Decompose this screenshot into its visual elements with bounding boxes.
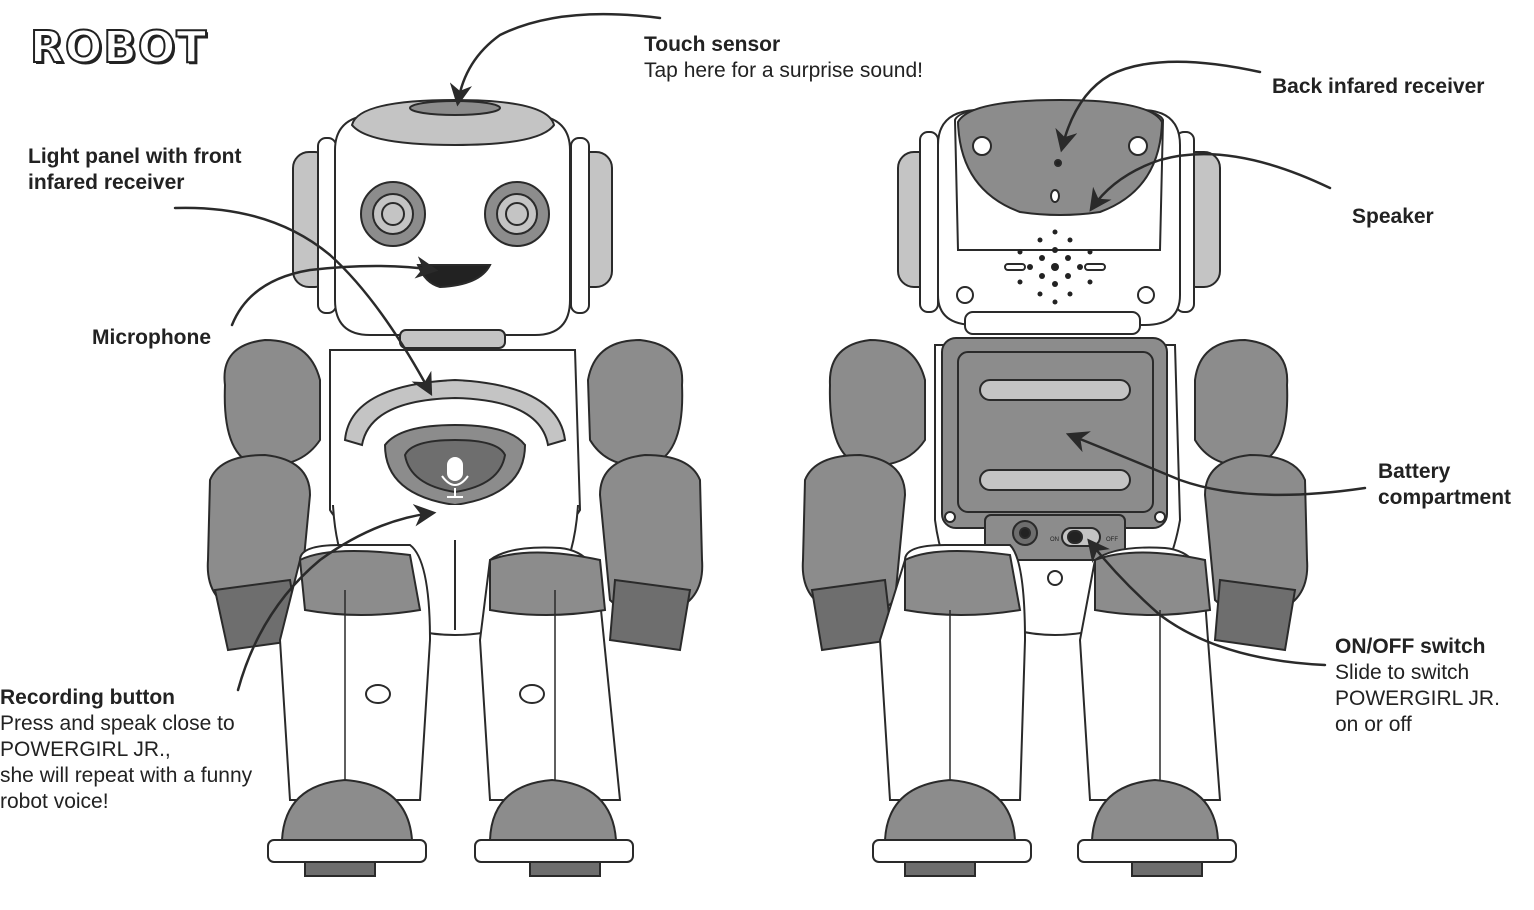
switch-off-mark: OFF — [1106, 537, 1118, 543]
label-battery: Battery compartment — [1378, 459, 1511, 511]
touch-sensor-body: Tap here for a surprise sound! — [644, 59, 923, 82]
arrow-touch-sensor — [449, 12, 662, 107]
battery-heading-line2: compartment — [1378, 486, 1512, 509]
speaker-grille — [1017, 229, 1093, 305]
arrow-back-ir — [1055, 60, 1262, 153]
light-panel-heading-line1: Light panel with front — [28, 145, 242, 168]
recording-body-line4: robot voice! — [0, 790, 109, 813]
battery-heading-line1: Battery — [1378, 460, 1451, 483]
touch-sensor-heading: Touch sensor — [644, 33, 781, 56]
recording-heading: Recording button — [0, 686, 175, 709]
arrow-switch — [1087, 538, 1327, 667]
label-recording-button: Recording button Press and speak close t… — [0, 685, 252, 815]
back-ir-heading: Back infared receiver — [1272, 75, 1485, 98]
label-microphone: Microphone — [92, 325, 211, 351]
label-touch-sensor: Touch sensor Tap here for a surprise sou… — [644, 32, 923, 84]
arrow-battery — [1065, 431, 1367, 497]
back-robot: ON OFF — [801, 98, 1309, 877]
label-speaker: Speaker — [1352, 204, 1434, 230]
arrow-light-panel — [173, 206, 433, 396]
switch-body-line1: Slide to switch — [1335, 661, 1470, 684]
switch-body-line3: on or off — [1335, 713, 1412, 736]
speaker-heading: Speaker — [1352, 205, 1434, 228]
recording-body-line3: she will repeat with a funny — [0, 764, 253, 787]
arrow-microphone — [230, 256, 439, 327]
switch-heading: ON/OFF switch — [1335, 635, 1486, 658]
label-switch: ON/OFF switch Slide to switch POWERGIRL … — [1335, 634, 1500, 738]
arrow-speaker — [1089, 152, 1332, 212]
switch-on-mark: ON — [1050, 537, 1059, 543]
light-panel-heading-line2: infared receiver — [28, 171, 185, 194]
switch-body-line2: POWERGIRL JR. — [1335, 687, 1500, 710]
callout-arrows — [173, 12, 1367, 692]
front-robot — [206, 98, 704, 877]
recording-body-line2: POWERGIRL JR., — [0, 738, 171, 761]
label-back-ir: Back infared receiver — [1272, 74, 1484, 100]
label-light-panel: Light panel with front infared receiver — [28, 144, 241, 196]
arrow-recording — [236, 504, 437, 692]
recording-body-line1: Press and speak close to — [0, 712, 235, 735]
diagram-title: ROBOT — [29, 21, 208, 74]
microphone-heading: Microphone — [92, 326, 211, 349]
